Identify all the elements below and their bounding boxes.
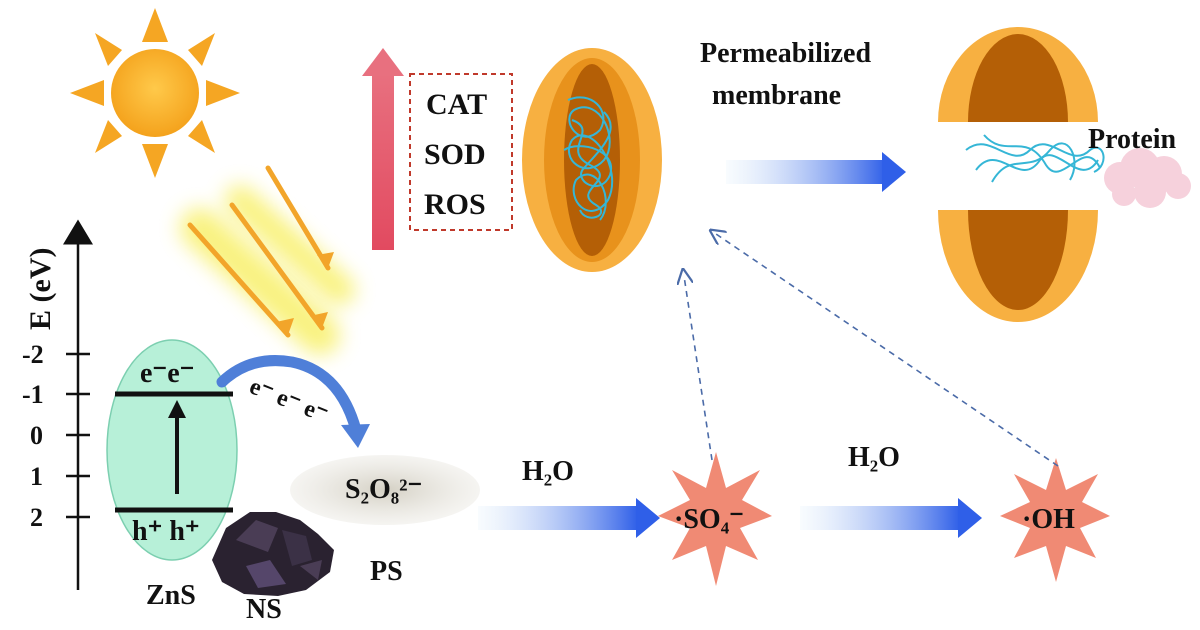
axis-title: E (eV) bbox=[24, 248, 57, 330]
enzyme-box: CAT SOD ROS bbox=[409, 73, 513, 231]
zns-label: ZnS bbox=[146, 580, 196, 611]
ps-label: PS bbox=[370, 556, 403, 587]
dashed-arrow-hydroxyl bbox=[716, 234, 1059, 467]
membrane-label-line1: Permeabilized bbox=[700, 38, 871, 69]
axis-tick-label: 2 bbox=[30, 503, 43, 532]
light-rays bbox=[180, 165, 355, 355]
ps-powder-icon bbox=[290, 455, 480, 525]
energy-axis: E (eV) -2 -1 0 1 2 bbox=[22, 219, 93, 590]
axis-tick-label: 1 bbox=[30, 462, 43, 491]
ray-arrow bbox=[229, 202, 325, 331]
sulfate-radical-star-icon bbox=[658, 452, 772, 586]
protein-label: Protein bbox=[1088, 124, 1177, 155]
sulfate-radical-label: ·SO₄⁻ bbox=[674, 504, 744, 535]
axis-tick-label: 0 bbox=[30, 421, 43, 450]
axis-tick-label: -1 bbox=[22, 380, 44, 409]
water-label-1: H₂O bbox=[522, 456, 574, 487]
electron-transfer-label: e⁻ e⁻ e⁻ bbox=[246, 373, 332, 428]
ray-arrow bbox=[187, 222, 291, 338]
sun-icon bbox=[70, 8, 240, 178]
flow-arrow-3 bbox=[726, 152, 906, 192]
enzyme-label: SOD bbox=[424, 138, 486, 171]
dashed-arrow-sulfate bbox=[684, 276, 713, 461]
flow-arrow-1 bbox=[478, 498, 660, 538]
ns-label: NS bbox=[246, 594, 282, 625]
membrane-label-line2: membrane bbox=[712, 80, 841, 111]
ns-particle-icon bbox=[212, 512, 334, 596]
hydroxyl-radical-star-icon bbox=[1000, 458, 1110, 582]
ray-arrow bbox=[265, 165, 331, 271]
electron-transfer-arrow bbox=[216, 355, 370, 448]
permeabilized-cell-icon bbox=[938, 27, 1191, 322]
enzyme-label: CAT bbox=[426, 88, 487, 121]
hydroxyl-radical-label: ·OH bbox=[1022, 504, 1075, 535]
flow-arrow-2 bbox=[800, 498, 982, 538]
intact-cell-icon bbox=[522, 48, 662, 272]
persulfate-label: S₂O₈²⁻ bbox=[345, 474, 422, 505]
electrons-label: e⁻e⁻ bbox=[140, 358, 194, 389]
water-label-2: H₂O bbox=[848, 442, 900, 473]
enzyme-label: ROS bbox=[424, 188, 486, 221]
holes-label: h⁺ h⁺ bbox=[132, 516, 200, 547]
axis-tick-label: -2 bbox=[22, 340, 44, 369]
increase-arrow-icon bbox=[362, 48, 404, 250]
